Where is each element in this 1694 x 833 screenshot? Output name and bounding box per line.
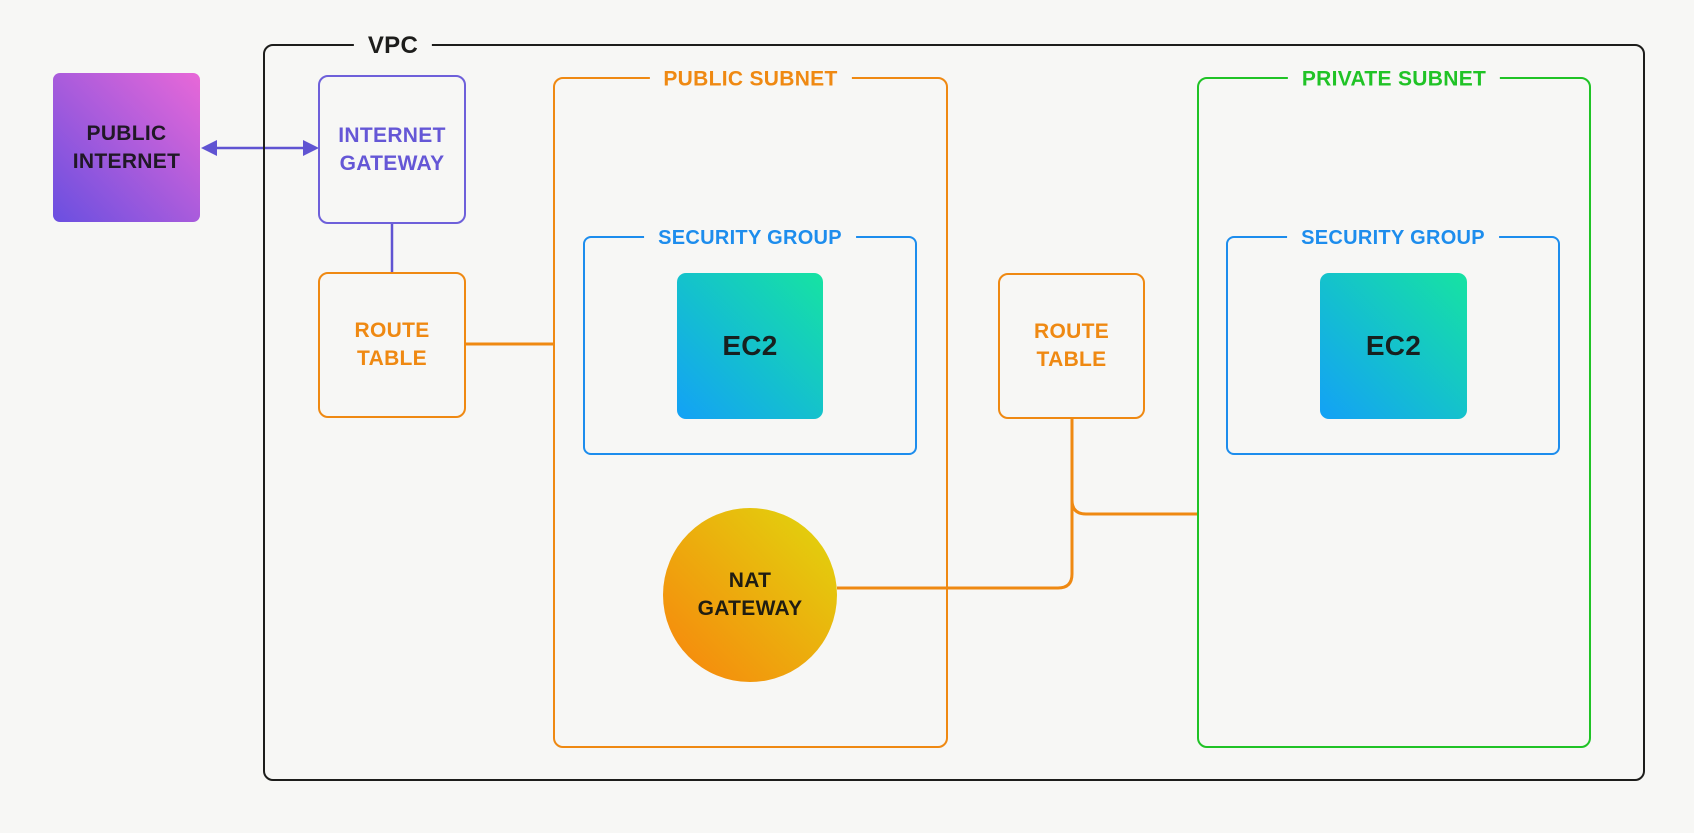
nat-gateway-label-line2: GATEWAY	[697, 597, 803, 620]
vpc-label: VPC	[353, 34, 433, 58]
internet-gateway-label-line1: INTERNET	[338, 123, 446, 147]
private-subnet-label: PRIVATE SUBNET	[1287, 68, 1501, 90]
public-internet-label-line2: INTERNET	[72, 149, 181, 173]
vpc-container: VPC	[263, 34, 1645, 781]
route-table-public-node: ROUTE TABLE	[318, 272, 466, 418]
ec2-public-node: EC2	[677, 273, 823, 419]
route-table-private-label-line1: ROUTE	[1034, 320, 1109, 343]
nat-gateway-node: NAT GATEWAY	[663, 508, 837, 682]
internet-gateway-node: INTERNET GATEWAY	[318, 75, 466, 224]
route-table-private-label-line2: TABLE	[1036, 348, 1107, 371]
private-subnet-container: PRIVATE SUBNET	[1197, 68, 1591, 748]
public-subnet-container: PUBLIC SUBNET	[553, 68, 948, 748]
ec2-public-label: EC2	[722, 330, 778, 361]
route-table-public-label-line2: TABLE	[357, 347, 427, 370]
ec2-private-label: EC2	[1365, 330, 1422, 361]
route-table-public-label-line1: ROUTE	[354, 319, 430, 342]
security-group-private-container: SECURITY GROUP	[1226, 228, 1560, 455]
ec2-private-node: EC2	[1320, 273, 1467, 419]
arrow-left-head-icon	[201, 140, 217, 156]
nat-gateway-label-line1: NAT	[728, 569, 772, 592]
public-subnet-label: PUBLIC SUBNET	[649, 68, 852, 90]
route-table-private-node: ROUTE TABLE	[998, 273, 1145, 419]
public-internet-label-line1: PUBLIC	[86, 121, 167, 145]
security-group-public-label: SECURITY GROUP	[644, 228, 856, 248]
security-group-public-container: SECURITY GROUP	[583, 228, 917, 455]
security-group-private-label: SECURITY GROUP	[1287, 228, 1499, 248]
internet-gateway-label-line2: GATEWAY	[339, 151, 445, 175]
public-internet-node: PUBLIC INTERNET	[53, 73, 200, 222]
